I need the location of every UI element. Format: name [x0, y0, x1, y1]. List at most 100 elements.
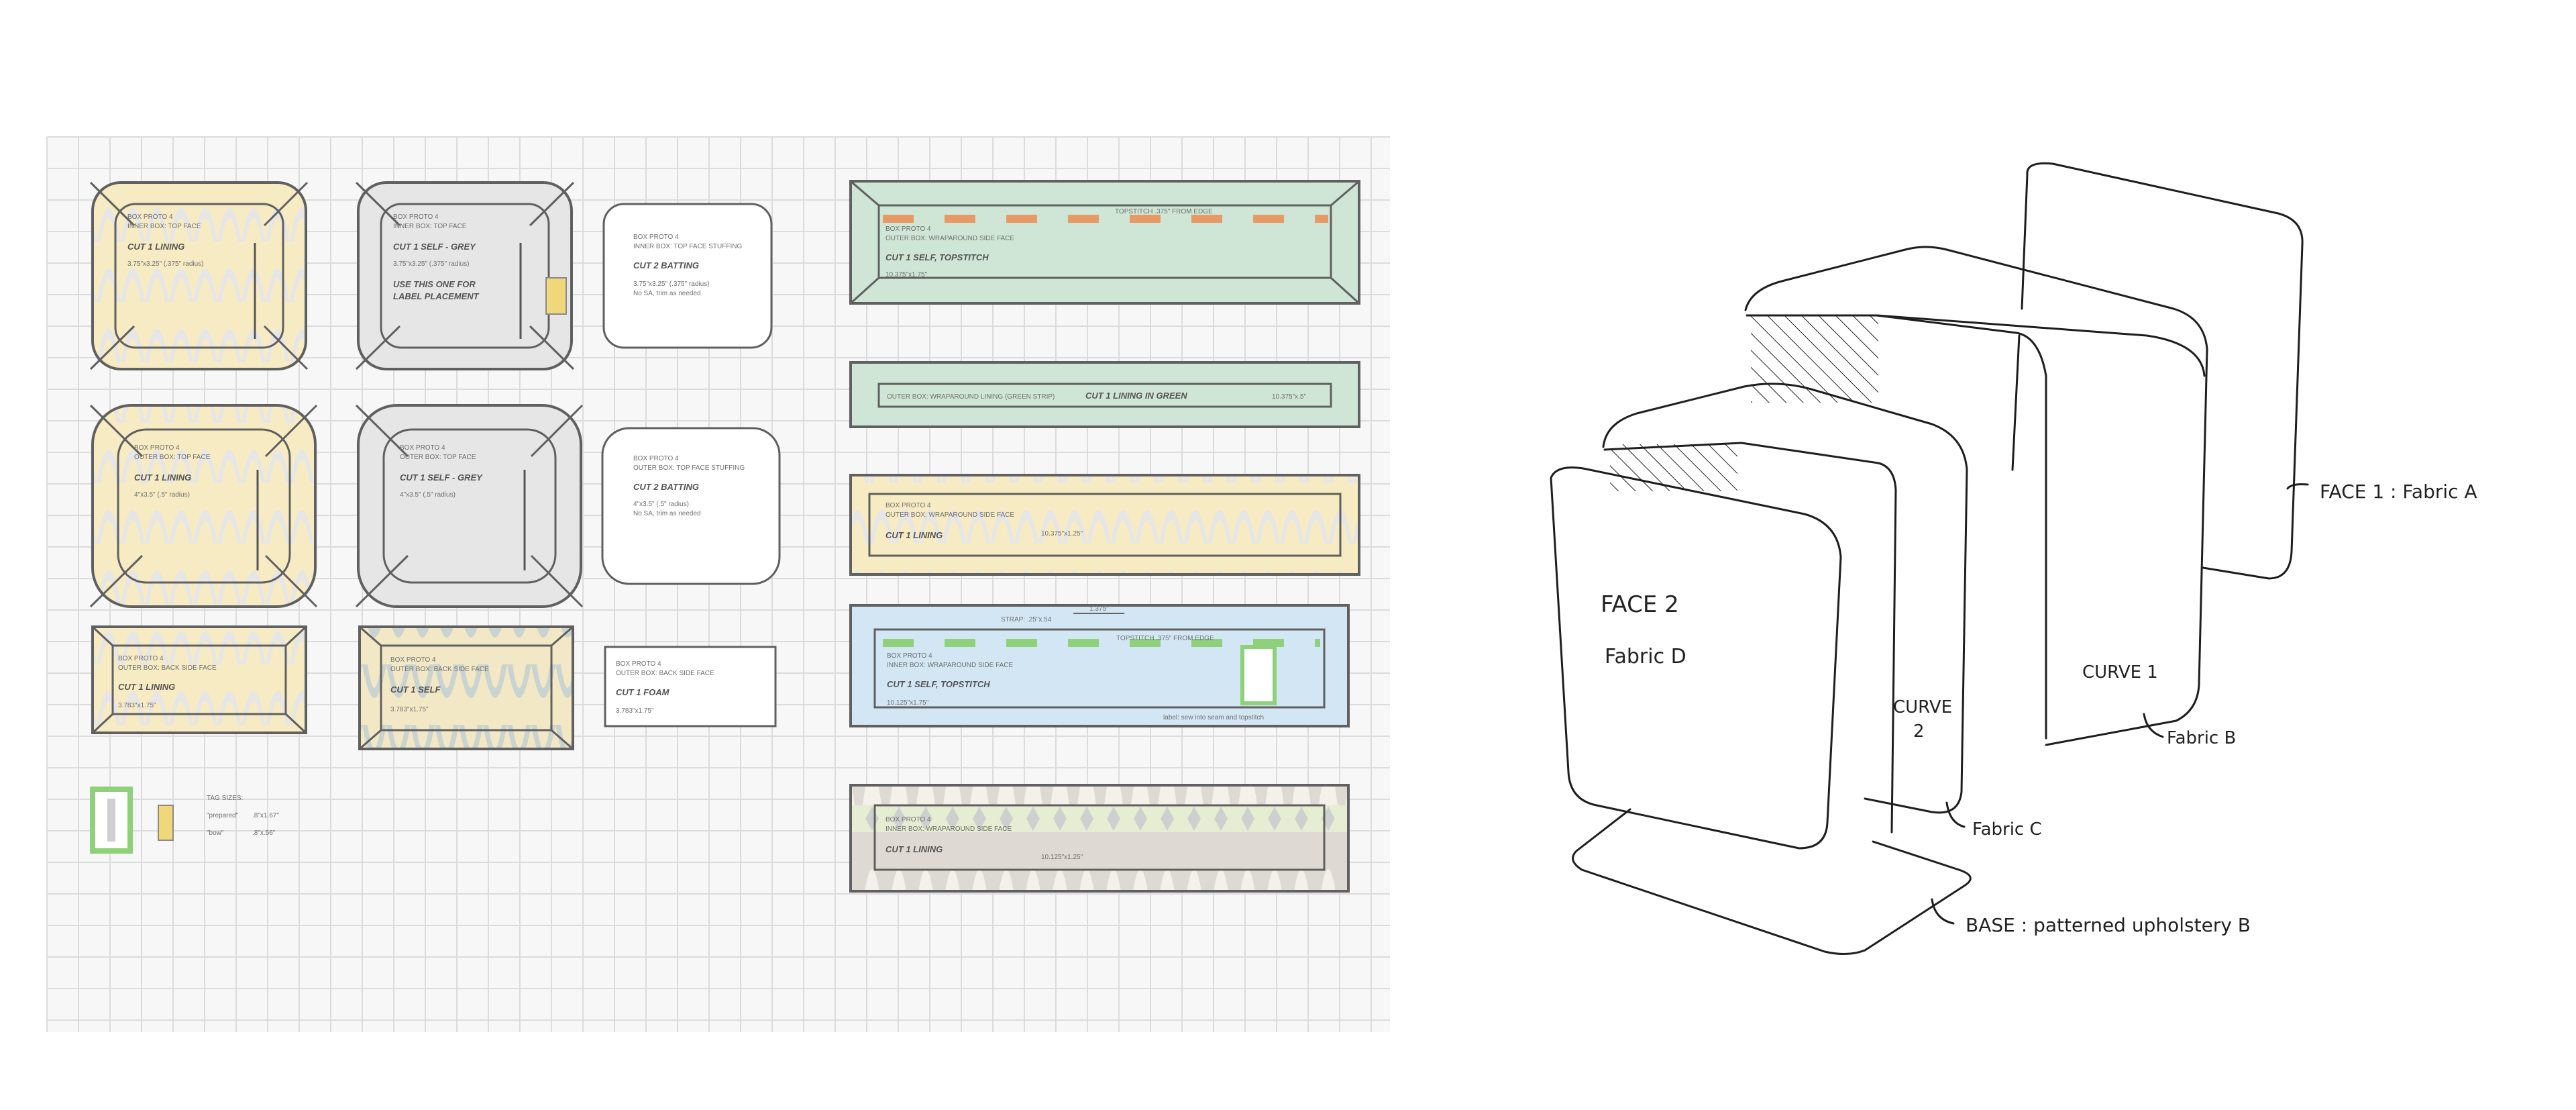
label-dims: 10.375"x1.25" [1041, 530, 1083, 538]
label-dims: 3.75"x3.25" (.375" radius) [393, 260, 470, 268]
label-dims: 10.125"x1.25" [1041, 854, 1083, 861]
piece-outer-top-lining: BOX PROTO 4 OUTER BOX: TOP FACE CUT 1 LI… [89, 404, 318, 608]
tag-size-value: .8"x1.67" [252, 812, 279, 819]
piece-outer-back-lining: BOX PROTO 4 OUTER BOX: BACK SIDE FACE CU… [91, 625, 307, 734]
label-dims: 3.783"x1.75" [118, 702, 156, 709]
label-cut: CUT 1 LINING [127, 242, 184, 252]
sketch-base [1572, 808, 1972, 955]
tag-samples [90, 787, 174, 854]
label-part: OUTER BOX: TOP FACE STUFFING [633, 464, 745, 472]
piece-inner-top-batting: BOX PROTO 4 INNER BOX: TOP FACE STUFFING… [602, 203, 773, 349]
label-proto: BOX PROTO 4 [400, 444, 445, 452]
label-topstitch: TOPSTITCH .375" FROM EDGE [1116, 635, 1214, 642]
label-cut: CUT 1 SELF - GREY [400, 472, 483, 483]
sketch-label-face1: FACE 1 : Fabric A [2320, 481, 2477, 503]
label-cut: CUT 2 BATTING [633, 260, 699, 270]
sketch-label-fabric-c: Fabric C [1972, 819, 2042, 840]
label-cut: CUT 1 LINING [885, 844, 943, 854]
label-part: INNER BOX: TOP FACE STUFFING [633, 243, 742, 250]
piece-inner-wrap-self: STRAP: .25"x.54 1.375" TOPSTITCH .375" F… [849, 604, 1350, 727]
label-dims: 10.375"x1.75" [885, 271, 928, 279]
label-note: USE THIS ONE FOR [393, 279, 476, 289]
label-proto: BOX PROTO 4 [616, 660, 661, 668]
sketch-label-fabric-b: Fabric B [2167, 728, 2236, 748]
label-part: INNER BOX: WRAPAROUND SIDE FACE [887, 662, 1014, 669]
label-part: OUTER BOX: BACK SIDE FACE [616, 670, 714, 677]
sketch-face2-slab [1550, 466, 1842, 850]
piece-outer-top-batting: BOX PROTO 4 OUTER BOX: TOP FACE STUFFING… [601, 427, 781, 585]
label-strap: STRAP: .25"x.54 [1001, 616, 1052, 623]
tag-size-value: .8"x.56" [252, 829, 276, 837]
sketch-hatch-inner [1610, 444, 1737, 491]
label-cut: CUT 1 LINING IN GREEN [1085, 391, 1187, 401]
label-dims: 4"x3.5" (.5" radius) [633, 501, 689, 508]
label-cut: CUT 1 FOAM [616, 687, 670, 697]
label-dims: 3.783"x1.75" [390, 706, 429, 713]
sketch-inner-box [1602, 383, 1968, 814]
tag-size-name: "bow" [207, 829, 224, 837]
piece-inner-top-lining: BOX PROTO 4 INNER BOX: TOP FACE CUT 1 LI… [89, 181, 309, 370]
label-proto: BOX PROTO 4 [633, 234, 679, 241]
label-cut: CUT 1 SELF, TOPSTITCH [887, 679, 990, 689]
label-note: No SA, trim as needed [633, 290, 701, 297]
piece-inner-top-self: BOX PROTO 4 INNER BOX: TOP FACE CUT 1 SE… [355, 181, 575, 370]
label-part: OUTER BOX: WRAPAROUND SIDE FACE [885, 235, 1014, 242]
label-part: OUTER BOX: TOP FACE [400, 454, 476, 461]
sketch-inner-box-curve2 [1603, 442, 1897, 834]
label-part: OUTER BOX: BACK SIDE FACE [390, 666, 489, 673]
sketch-leader-fabric-b [2143, 713, 2164, 738]
label-cut: CUT 1 SELF [390, 685, 441, 695]
label-dims: 3.75"x3.25" (.375" radius) [127, 260, 204, 268]
label-part: OUTER BOX: BACK SIDE FACE [118, 664, 217, 672]
piece-outer-top-self: BOX PROTO 4 OUTER BOX: TOP FACE CUT 1 SE… [355, 404, 584, 608]
label-proto: BOX PROTO 4 [118, 655, 164, 662]
label-cut: CUT 1 LINING [134, 472, 191, 483]
label-proto: BOX PROTO 4 [134, 444, 180, 452]
label-note: LABEL PLACEMENT [393, 291, 480, 301]
tag-sizes: TAG SIZES: "prepared" .8"x1.67" "bow" .8… [207, 795, 279, 837]
label-cut: CUT 2 BATTING [633, 482, 699, 492]
sketch-label-curve2: CURVE [1893, 697, 1952, 717]
sketch-outer-box-curve1 [1746, 314, 2206, 377]
label-part: INNER BOX: TOP FACE [393, 223, 467, 230]
sketch-leader-face1 [2286, 483, 2309, 490]
label-dims: 3.783"x1.75" [616, 707, 654, 715]
sketch-outer-box-inner [1876, 314, 2047, 740]
sketch-hatch-outer [1751, 315, 1878, 403]
sketch-label-face2-fabric: Fabric D [1605, 645, 1686, 668]
label-proto: BOX PROTO 4 [633, 455, 679, 462]
sketch-label-base: BASE : patterned upholstery B [1966, 914, 2251, 936]
label-proto: BOX PROTO 4 [885, 816, 931, 823]
label-proto: BOX PROTO 4 [390, 656, 436, 664]
label-proto: BOX PROTO 4 [127, 213, 173, 221]
sketch-face1-edge [2021, 173, 2029, 310]
label-proto: BOX PROTO 4 [393, 213, 439, 221]
piece-outer-back-foam: BOX PROTO 4 OUTER BOX: BACK SIDE FACE CU… [604, 646, 777, 727]
label-part: OUTER BOX: WRAPAROUND LINING (GREEN STRI… [887, 393, 1055, 401]
label-cut: CUT 1 LINING [118, 682, 175, 692]
label-note: No SA, trim as needed [633, 510, 701, 517]
piece-inner-wrap-lining: BOX PROTO 4 INNER BOX: WRAPAROUND SIDE F… [849, 784, 1350, 893]
sketch-label-curve2-num: 2 [1913, 721, 1925, 742]
piece-outer-wrap-green: OUTER BOX: WRAPAROUND LINING (GREEN STRI… [849, 361, 1360, 428]
tag-sizes-title: TAG SIZES: [207, 795, 243, 802]
sketch-label-face2: FACE 2 [1601, 591, 1679, 618]
label-part: OUTER BOX: WRAPAROUND SIDE FACE [885, 511, 1014, 519]
label-proto: BOX PROTO 4 [887, 652, 932, 660]
label-strap-gap: 1.375" [1089, 605, 1109, 613]
piece-outer-wrap-self: TOPSTITCH .375" FROM EDGE BOX PROTO 4 OU… [849, 180, 1360, 305]
label-part: INNER BOX: TOP FACE [127, 223, 201, 230]
label-note: label: sew into seam and topstitch [1163, 714, 1264, 721]
label-part: INNER BOX: WRAPAROUND SIDE FACE [885, 825, 1012, 833]
sketch-leader-fabric-c [1945, 801, 1966, 828]
label-dims: 4"x3.5" (.5" radius) [400, 491, 455, 499]
label-dims: 10.125"x1.75" [887, 699, 929, 707]
label-cut: CUT 1 SELF, TOPSTITCH [885, 252, 989, 262]
sketch-face1-slab [2026, 162, 2304, 580]
label-cut: CUT 1 SELF - GREY [393, 242, 476, 252]
label-proto: BOX PROTO 4 [885, 502, 931, 509]
label-topstitch: TOPSTITCH .375" FROM EDGE [1115, 208, 1213, 215]
label-cut: CUT 1 LINING [885, 530, 943, 540]
